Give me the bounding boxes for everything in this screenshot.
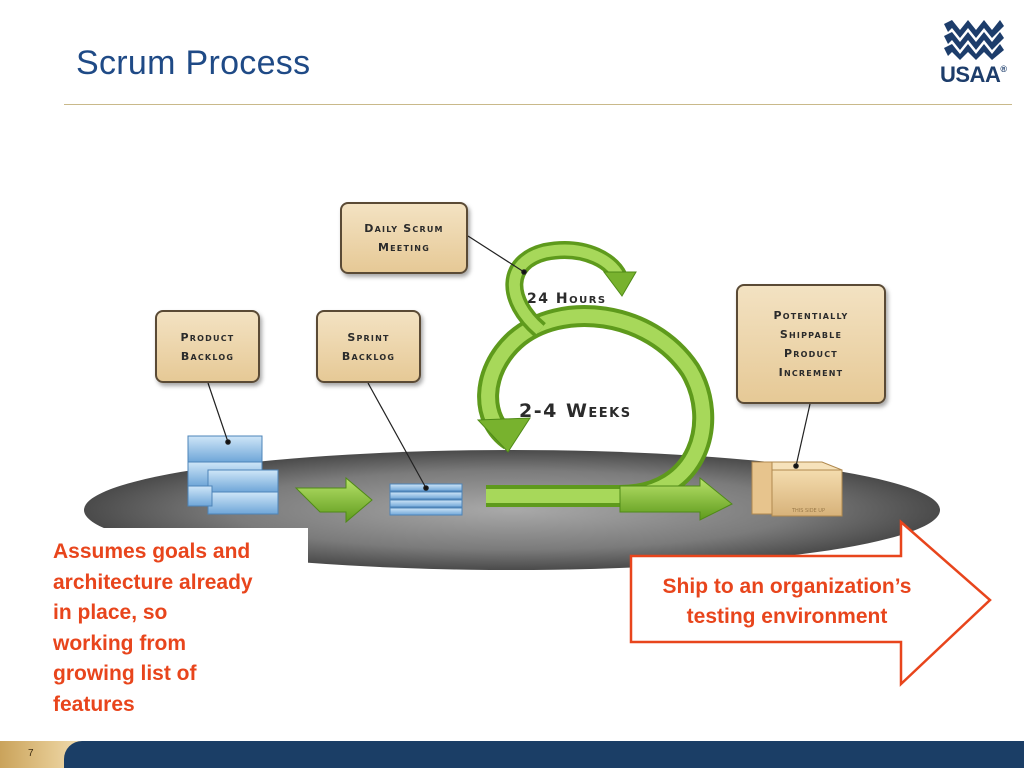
- slide-title: Scrum Process: [76, 44, 311, 82]
- ship-arrow-outline: [629, 519, 992, 687]
- callout-connectors: [207, 235, 811, 491]
- note-backing: [40, 528, 308, 718]
- daily-scrum-callout: Daily Scrum Meeting: [340, 202, 468, 274]
- flow-arrow-1: [294, 476, 373, 524]
- ship-note: Ship to an organization’s testing enviro…: [662, 575, 912, 628]
- sprint-cycle-label: 2-4 Weeks: [519, 400, 632, 422]
- footer-bar: [64, 741, 1024, 768]
- page-number: 7: [28, 748, 34, 759]
- registered-mark: ®: [1000, 64, 1007, 74]
- shipping-box-icon: THIS SIDE UP: [751, 461, 843, 517]
- product-backlog-stack-icon: [187, 435, 279, 515]
- assumptions-note: Assumes goals and architecture already i…: [53, 540, 253, 716]
- product-backlog-callout: Product Backlog: [155, 310, 260, 383]
- logo-wordmark: USAA: [940, 62, 1001, 87]
- sprint-cycle-loop-icon: [476, 305, 733, 521]
- sprint-backlog-callout: Sprint Backlog: [316, 310, 421, 383]
- daily-cycle-label: 24 Hours: [527, 291, 607, 307]
- usaa-logo-text: USAA®: [940, 62, 1007, 88]
- box-side-text: THIS SIDE UP: [791, 508, 825, 514]
- usaa-eagle-logo-icon: [944, 20, 1004, 60]
- increment-callout: Potentially Shippable Product Increment: [736, 284, 886, 404]
- title-divider: [64, 104, 1012, 105]
- daily-cycle-loop-icon: [505, 241, 637, 337]
